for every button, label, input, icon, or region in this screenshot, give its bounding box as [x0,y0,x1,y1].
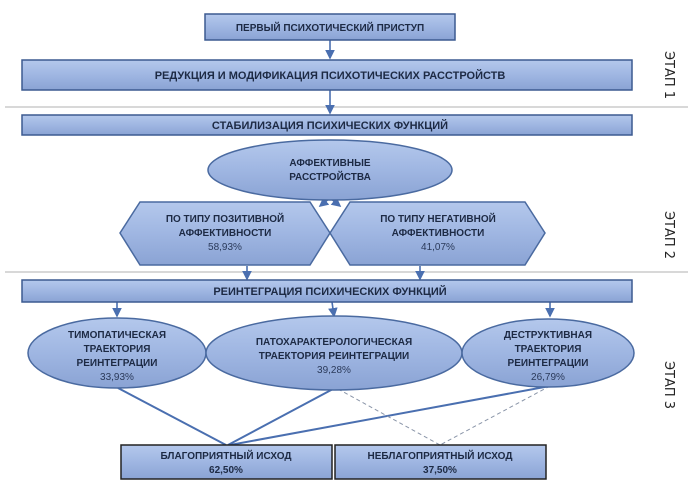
stabilization-box: СТАБИЛИЗАЦИЯ ПСИХИЧЕСКИХ ФУНКЦИЙ [21,114,633,136]
favorable-outcome-box: БЛАГОПРИЯТНЫЙ ИСХОД 62,50% [120,444,333,480]
pathochar-line1: ПАТОХАРАКТЕРОЛОГИЧЕСКАЯ [256,337,412,348]
thymopathic-line1: ТИМОПАТИЧЕСКАЯ [68,330,166,341]
pathocharacterological-ellipse: ПАТОХАРАКТЕРОЛОГИЧЕСКАЯ ТРАЕКТОРИЯ РЕИНТ… [205,315,463,391]
destructive-percent: 26,79% [531,372,565,383]
reduction-box: РЕДУКЦИЯ И МОДИФИКАЦИЯ ПСИХОТИЧЕСКИХ РАС… [21,59,633,91]
first-episode-label: ПЕРВЫЙ ПСИХОТИЧЕСКИЙ ПРИСТУП [236,21,424,34]
thymopathic-percent: 33,93% [100,372,134,383]
favorable-percent: 62,50% [209,465,243,476]
connector-line [117,387,227,446]
stage-1-label: ЭТАП 1 [661,51,676,99]
negative-line1: ПО ТИПУ НЕГАТИВНОЙ [380,212,496,225]
unfavorable-percent: 37,50% [423,465,457,476]
stage-2-label: ЭТАП 2 [661,211,676,259]
reduction-label: РЕДУКЦИЯ И МОДИФИКАЦИЯ ПСИХОТИЧЕСКИХ РАС… [155,69,506,82]
negative-line2: АФФЕКТИВНОСТИ [392,228,485,239]
unfavorable-outcome-box: НЕБЛАГОПРИЯТНЫЙ ИСХОД 37,50% [334,444,547,480]
pathochar-line2: ТРАЕКТОРИЯ РЕИНТЕГРАЦИИ [259,351,410,362]
pathochar-percent: 39,28% [317,365,351,376]
connector-line [229,385,551,446]
positive-percent: 58,93% [208,242,242,253]
destructive-ellipse: ДЕСТРУКТИВНАЯ ТРАЕКТОРИЯ РЕИНТЕГРАЦИИ 26… [461,318,635,388]
destructive-line2: ТРАЕКТОРИЯ [515,344,582,355]
positive-line1: ПО ТИПУ ПОЗИТИВНОЙ [166,212,284,225]
negative-affectivity-hexagon: ПО ТИПУ НЕГАТИВНОЙ АФФЕКТИВНОСТИ 41,07% [329,201,546,266]
reintegration-label: РЕИНТЕГРАЦИЯ ПСИХИЧЕСКИХ ФУНКЦИЙ [213,285,446,298]
unfavorable-label: НЕБЛАГОПРИЯТНЫЙ ИСХОД [368,449,513,462]
positive-affectivity-hexagon: ПО ТИПУ ПОЗИТИВНОЙ АФФЕКТИВНОСТИ 58,93% [119,201,331,266]
favorable-label: БЛАГОПРИЯТНЫЙ ИСХОД [160,449,291,462]
thymopathic-ellipse: ТИМОПАТИЧЕСКАЯ ТРАЕКТОРИЯ РЕИНТЕГРАЦИИ 3… [27,317,207,389]
stabilization-label: СТАБИЛИЗАЦИЯ ПСИХИЧЕСКИХ ФУНКЦИЙ [212,119,448,132]
affective-line1: АФФЕКТИВНЫЕ [289,158,370,169]
connector-line [227,388,334,446]
positive-line2: АФФЕКТИВНОСТИ [179,228,272,239]
negative-percent: 41,07% [421,242,455,253]
thymopathic-line3: РЕИНТЕГРАЦИИ [77,358,158,369]
reintegration-box: РЕИНТЕГРАЦИЯ ПСИХИЧЕСКИХ ФУНКЦИЙ [21,279,633,303]
thymopathic-line2: ТРАЕКТОРИЯ [84,344,151,355]
first-episode-box: ПЕРВЫЙ ПСИХОТИЧЕСКИЙ ПРИСТУП [204,13,456,41]
arrow [328,301,338,318]
affective-disorders-ellipse: АФФЕКТИВНЫЕ РАССТРОЙСТВА [207,139,453,201]
dashed-connector [337,388,441,446]
destructive-line3: РЕИНТЕГРАЦИИ [508,358,589,369]
dashed-connector [439,385,551,446]
stage-3-label: ЭТАП 3 [661,361,676,409]
destructive-line1: ДЕСТРУКТИВНАЯ [504,330,592,341]
affective-line2: РАССТРОЙСТВА [289,170,371,183]
